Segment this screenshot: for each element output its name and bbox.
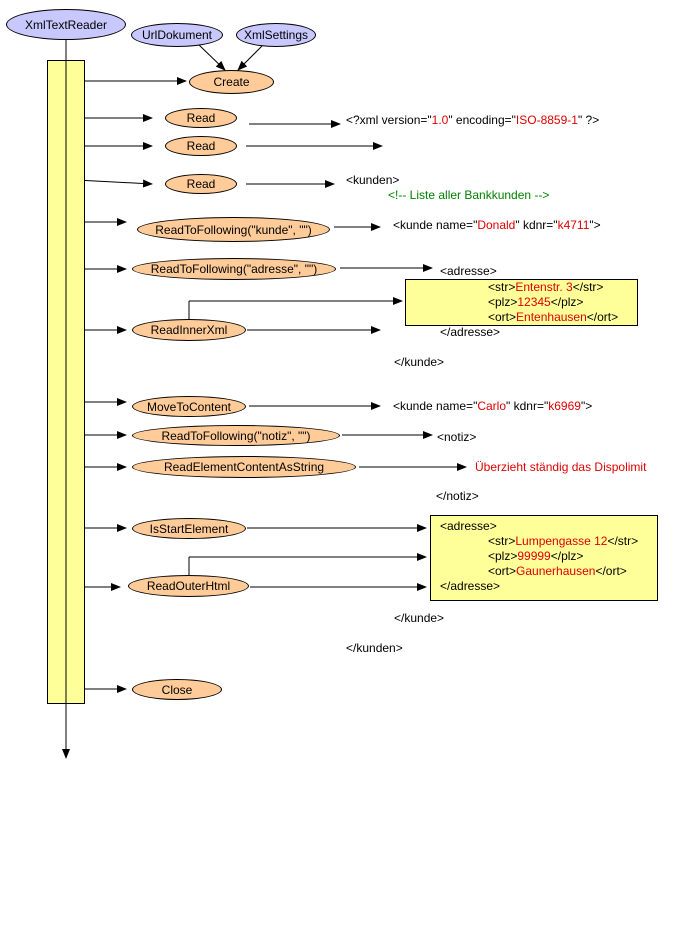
method-close: Close bbox=[132, 679, 222, 700]
method-read-3: Read bbox=[165, 174, 237, 194]
outer-str: <str>Lumpengasse 12</str> bbox=[488, 534, 639, 548]
xml-kunden-open: <kunden> bbox=[346, 173, 400, 187]
method-readtofollowing-notiz: ReadToFollowing("notiz", "") bbox=[132, 425, 340, 446]
inner-xml-box bbox=[405, 279, 638, 326]
inner-str: <str>Entenstr. 3</str> bbox=[488, 280, 604, 294]
method-read-1: Read bbox=[165, 108, 237, 128]
outer-adresse-close: </adresse> bbox=[440, 579, 501, 593]
method-movetocontent: MoveToContent bbox=[132, 396, 246, 417]
method-readinnerxml: ReadInnerXml bbox=[132, 319, 246, 341]
method-readelementcontentasstring: ReadElementContentAsString bbox=[132, 456, 356, 478]
actor-xmlsettings: XmlSettings bbox=[236, 23, 316, 47]
outer-plz: <plz>99999</plz> bbox=[488, 549, 584, 563]
actor-urldokument: UrlDokument bbox=[131, 23, 223, 47]
outer-ort: <ort>Gaunerhausen</ort> bbox=[488, 564, 627, 578]
actor-xmltextreader: XmlTextReader bbox=[6, 9, 126, 40]
method-readtofollowing-adresse: ReadToFollowing("adresse", "") bbox=[132, 258, 336, 280]
inner-ort: <ort>Entenhausen</ort> bbox=[488, 310, 619, 324]
method-readouterhtml: ReadOuterHtml bbox=[128, 575, 249, 597]
xml-kunde-carlo: <kunde name="Carlo" kdnr="k6969"> bbox=[393, 399, 593, 413]
xml-notiz-value: Überzieht ständig das Dispolimit bbox=[475, 460, 647, 474]
inner-plz: <plz>12345</plz> bbox=[488, 295, 584, 309]
xml-notiz-open: <notiz> bbox=[437, 430, 477, 444]
method-readtofollowing-kunde: ReadToFollowing("kunde", "") bbox=[137, 217, 330, 242]
xml-kunden-close: </kunden> bbox=[346, 641, 403, 655]
outer-adresse-open: <adresse> bbox=[440, 519, 497, 533]
xml-comment: <!-- Liste aller Bankkunden --> bbox=[388, 188, 550, 202]
settings-to-create-arrow bbox=[237, 43, 265, 71]
xml-kunde-donald: <kunde name="Donald" kdnr="k4711"> bbox=[393, 218, 601, 232]
xml-kunde-close-2: </kunde> bbox=[394, 611, 445, 625]
xml-adresse-close: </adresse> bbox=[440, 325, 501, 339]
xml-declaration: <?xml version="1.0" encoding="ISO-8859-1… bbox=[346, 113, 600, 127]
method-isstartelement: IsStartElement bbox=[132, 518, 246, 539]
method-create: Create bbox=[189, 70, 274, 94]
outer-xml-box bbox=[430, 515, 658, 601]
xml-adresse-open: <adresse> bbox=[440, 264, 497, 278]
xml-notiz-close: </notiz> bbox=[436, 489, 479, 503]
xml-kunde-close-1: </kunde> bbox=[394, 355, 445, 369]
method-read-2: Read bbox=[165, 136, 237, 156]
url-to-create-arrow bbox=[197, 43, 226, 71]
